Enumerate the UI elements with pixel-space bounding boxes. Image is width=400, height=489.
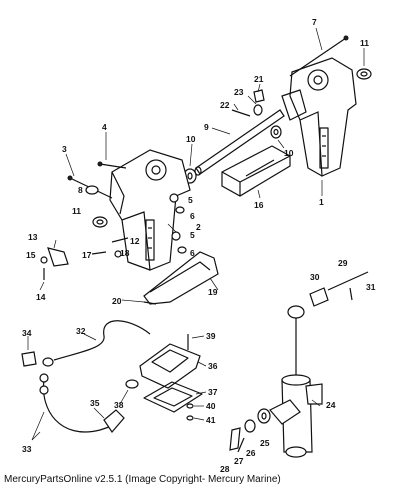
washer-23 xyxy=(253,104,263,116)
screw-17 xyxy=(91,251,107,255)
callout-33: 33 xyxy=(22,444,32,454)
callout-25: 25 xyxy=(260,438,270,448)
washer-6-upper xyxy=(175,206,185,214)
callout-35: 35 xyxy=(90,398,100,408)
callout-labels: 1 2 3 4 5 5 6 6 7 8 9 10 10 11 11 12 13 … xyxy=(22,17,376,474)
washer-6-lower xyxy=(177,246,187,254)
callout-26: 26 xyxy=(246,448,256,458)
callout-20: 20 xyxy=(112,296,122,306)
callout-12: 12 xyxy=(130,236,140,246)
callout-11-left: 11 xyxy=(72,206,81,216)
nut-8 xyxy=(85,185,99,195)
callout-32: 32 xyxy=(76,326,86,336)
rod-29 xyxy=(327,271,369,291)
callout-3: 3 xyxy=(62,144,67,154)
swivel-bracket-right xyxy=(281,57,357,177)
callout-17: 17 xyxy=(82,250,92,260)
callout-15: 15 xyxy=(26,250,36,260)
tilt-tube-9 xyxy=(194,109,285,176)
washer-26 xyxy=(244,419,256,433)
plate-13 xyxy=(47,247,69,267)
callout-1: 1 xyxy=(319,197,324,207)
callout-28: 28 xyxy=(220,464,230,474)
callout-6-upper: 6 xyxy=(190,211,195,221)
callout-38: 38 xyxy=(114,400,124,410)
bolt-4 xyxy=(97,161,127,169)
bracket-19 xyxy=(143,251,219,305)
washer-5-lower xyxy=(171,231,181,241)
callout-14: 14 xyxy=(36,292,46,302)
callout-13: 13 xyxy=(28,232,38,242)
plug-38 xyxy=(125,379,139,389)
callout-40: 40 xyxy=(206,401,216,411)
callout-5-lower: 5 xyxy=(190,230,195,240)
callout-8: 8 xyxy=(78,185,83,195)
callout-34: 34 xyxy=(22,328,32,338)
callout-41: 41 xyxy=(206,415,216,425)
screw-41 xyxy=(186,415,194,421)
fitting-34 xyxy=(21,351,37,367)
hose-33 xyxy=(39,373,113,433)
washer-15 xyxy=(40,256,48,264)
nut-11-left xyxy=(92,216,108,228)
callout-30: 30 xyxy=(310,272,320,282)
screw-12 xyxy=(111,237,129,243)
screw-22 xyxy=(231,109,251,117)
reservoir-36 xyxy=(139,343,201,389)
callout-31: 31 xyxy=(366,282,376,292)
callout-18: 18 xyxy=(120,248,130,258)
callout-9: 9 xyxy=(204,122,209,132)
image-credit-footer: MercuryPartsOnline v2.5.1 (Image Copyrig… xyxy=(4,474,281,485)
screw-40 xyxy=(186,403,194,409)
pin-31 xyxy=(349,287,353,301)
callout-16: 16 xyxy=(254,200,264,210)
bushing-30 xyxy=(309,287,329,307)
callout-2: 2 xyxy=(196,222,201,232)
elbow-35 xyxy=(103,409,125,433)
pin-28 xyxy=(229,427,241,451)
hose-32 xyxy=(42,320,151,367)
callout-23: 23 xyxy=(234,87,244,97)
callout-10-right: 10 xyxy=(284,148,294,158)
callout-21: 21 xyxy=(254,74,264,84)
pin-27 xyxy=(237,437,245,453)
callout-19: 19 xyxy=(208,287,218,297)
clamp-bracket-left xyxy=(109,149,191,271)
screw-20 xyxy=(143,301,157,305)
fitting-25 xyxy=(257,408,271,424)
callout-36: 36 xyxy=(208,361,218,371)
callout-37: 37 xyxy=(208,387,218,397)
callout-11-right: 11 xyxy=(360,38,369,48)
callout-10-left: 10 xyxy=(186,134,196,144)
callout-5-upper: 5 xyxy=(188,195,193,205)
bolt-7 xyxy=(289,35,349,77)
callout-39: 39 xyxy=(206,331,216,341)
callout-29: 29 xyxy=(338,258,348,268)
leader-lines xyxy=(27,27,365,441)
callout-24: 24 xyxy=(326,400,336,410)
gasket-37 xyxy=(143,381,203,413)
callout-4: 4 xyxy=(102,122,107,132)
callout-6-lower: 6 xyxy=(190,248,195,258)
callout-22: 22 xyxy=(220,100,230,110)
fitting-21 xyxy=(253,89,265,103)
spacer-block-16 xyxy=(221,145,291,197)
callout-7: 7 xyxy=(312,17,317,27)
cylinder-24 xyxy=(269,305,323,458)
washer-5-upper xyxy=(169,193,179,203)
washer-18 xyxy=(114,250,122,258)
nut-11-right xyxy=(356,68,372,80)
washer-10-right xyxy=(270,125,282,139)
callout-27: 27 xyxy=(234,456,244,466)
